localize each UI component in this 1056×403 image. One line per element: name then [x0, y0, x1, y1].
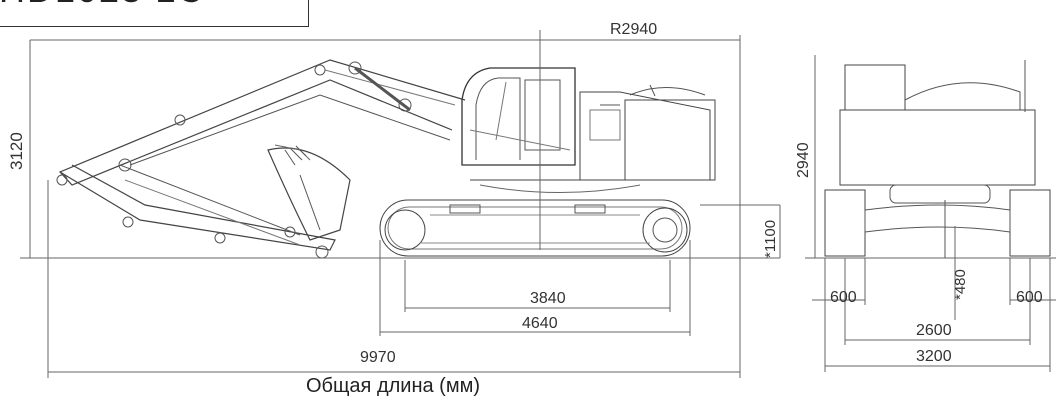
cab	[461, 67, 576, 166]
rear-height-label: 2940	[795, 142, 812, 178]
rear-view	[805, 60, 1056, 259]
model-title-box: HD1023 LC	[0, 0, 309, 27]
shoe-width-left-label: 600	[830, 289, 857, 306]
shoe-width-right-label: 600	[1016, 289, 1043, 306]
arm	[56, 66, 412, 259]
caption-text: Общая длина (мм)	[305, 375, 481, 397]
track-side-view	[379, 199, 691, 257]
track-length-label: 4640	[522, 315, 558, 332]
caption: Общая длина (мм)	[0, 375, 1056, 398]
boom	[58, 59, 466, 186]
dimensions-rear	[812, 55, 1056, 372]
overall-width-label: 3200	[916, 348, 952, 365]
model-title: HD1023 LC	[0, 0, 205, 11]
ground-clearance-label: *480	[952, 269, 969, 300]
clearance-label: *1100	[762, 220, 779, 258]
upper-structure	[470, 84, 716, 193]
dimensions-side	[29, 30, 781, 378]
contact-length-label: 3840	[530, 290, 566, 307]
bucket	[267, 144, 351, 241]
track-gauge-label: 2600	[916, 322, 952, 339]
swing-radius-label: R2940	[610, 21, 657, 38]
overall-length-label: 9970	[360, 349, 396, 366]
height-label: 3120	[7, 132, 26, 170]
